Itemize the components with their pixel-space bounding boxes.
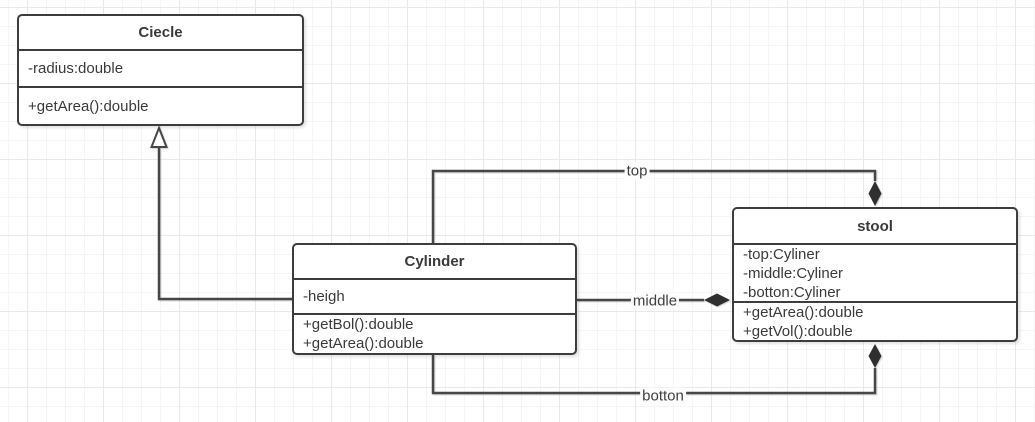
class-method: +getArea():double xyxy=(743,303,864,321)
generalization-arrowhead-icon xyxy=(150,125,168,148)
class-title: Cylinder xyxy=(294,245,575,280)
composition-diamond-icon-botton xyxy=(868,344,882,368)
composition-diamond-icon-top xyxy=(868,181,882,206)
class-box-stool[interactable]: stool -top:Cyliner -middle:Cyliner -bott… xyxy=(732,207,1018,342)
methods-compartment: +getArea():double +getVol():double xyxy=(734,303,1016,340)
methods-compartment: +getBol():double +getArea():double xyxy=(294,315,575,353)
class-attribute: -heigh xyxy=(303,288,345,305)
attributes-compartment: -heigh xyxy=(294,280,575,315)
class-title: stool xyxy=(734,209,1016,245)
edge-label-botton[interactable]: botton xyxy=(640,387,686,405)
class-attribute: -top:Cyliner xyxy=(743,245,820,263)
edge-label-top[interactable]: top xyxy=(624,162,650,180)
class-method: +getArea():double xyxy=(28,97,149,115)
class-attribute: -botton:Cyliner xyxy=(743,283,841,301)
attributes-compartment: -radius:double xyxy=(19,51,302,88)
attributes-compartment: -top:Cyliner -middle:Cyliner -botton:Cyl… xyxy=(734,245,1016,303)
class-title: Ciecle xyxy=(19,16,302,51)
class-box-cylinder[interactable]: Cylinder -heigh +getBol():double +getAre… xyxy=(292,243,577,355)
edge-label-middle[interactable]: middle xyxy=(630,292,680,310)
class-box-ciecle[interactable]: Ciecle -radius:double +getArea():double xyxy=(17,14,304,126)
class-method: +getBol():double xyxy=(303,316,414,333)
class-method: +getVol():double xyxy=(743,322,853,340)
class-attribute: -radius:double xyxy=(28,60,124,77)
class-attribute: -middle:Cyliner xyxy=(743,264,844,282)
class-method: +getArea():double xyxy=(303,335,424,352)
composition-connector-top[interactable] xyxy=(431,169,877,243)
composition-diamond-icon-middle xyxy=(704,293,730,307)
methods-compartment: +getArea():double xyxy=(19,88,302,124)
generalization-connector-cylinder-to-ciecle[interactable] xyxy=(157,147,292,301)
